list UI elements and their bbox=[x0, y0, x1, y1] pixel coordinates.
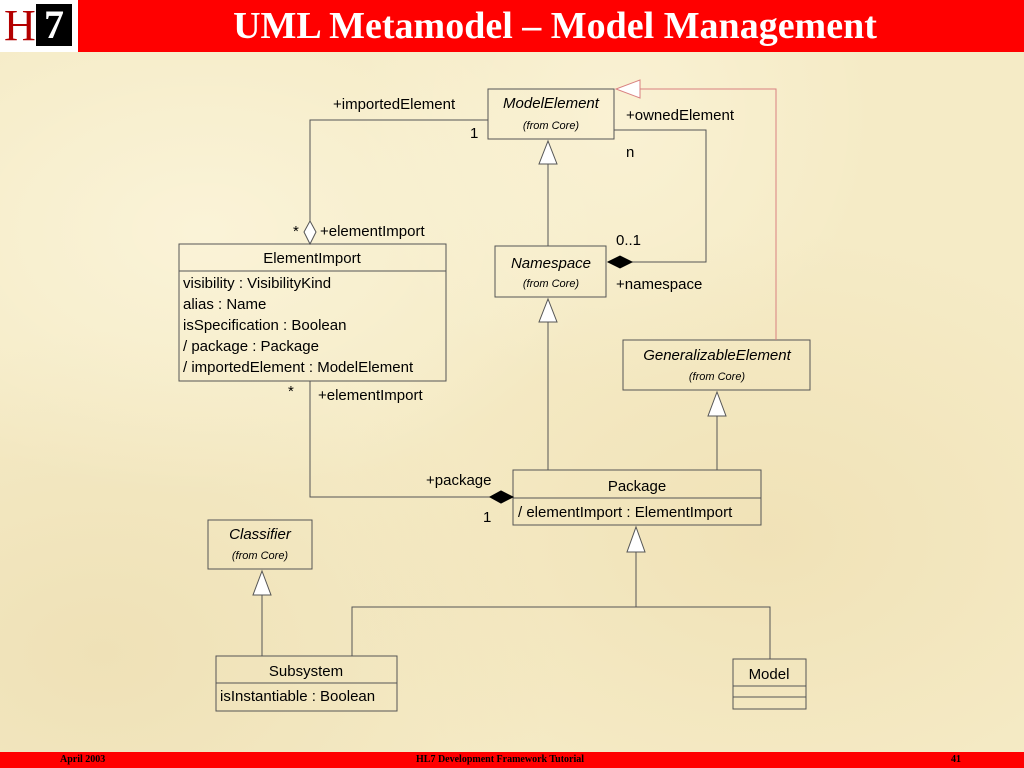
package-generalizable-arrowhead bbox=[707, 390, 727, 417]
package-attr: / elementImport : ElementImport bbox=[518, 504, 733, 521]
element-import-attr: / package : Package bbox=[183, 338, 319, 355]
classifier-name: Classifier bbox=[229, 526, 292, 543]
subtype-tree bbox=[351, 606, 771, 659]
imported-element-role: +importedElement bbox=[333, 96, 456, 113]
footer-title: HL7 Development Framework Tutorial bbox=[416, 754, 585, 765]
generalizable-generalization bbox=[640, 88, 777, 340]
generalizable-element-name: GeneralizableElement bbox=[643, 347, 791, 364]
element-import-top-role: +elementImport bbox=[320, 223, 425, 240]
owned-element-multiplicity: n bbox=[626, 144, 634, 161]
subsystem-attr: isInstantiable : Boolean bbox=[220, 688, 375, 705]
aggregation-diamond-icon bbox=[303, 219, 317, 246]
classifier-box bbox=[207, 519, 313, 570]
element-import-attr: visibility : VisibilityKind bbox=[183, 275, 331, 292]
owned-element-role: +ownedElement bbox=[626, 107, 735, 124]
element-import-name: ElementImport bbox=[263, 250, 361, 267]
imported-element-multiplicity: 1 bbox=[470, 125, 478, 142]
footer-bar: April 2003 HL7 Development Framework Tut… bbox=[0, 752, 1024, 768]
title-bar: HL 7 UML Metamodel – Model Management bbox=[0, 0, 1024, 52]
element-import-bottom-role: +elementImport bbox=[318, 387, 423, 404]
model-element-stereo: (from Core) bbox=[523, 120, 580, 132]
model-name: Model bbox=[749, 666, 790, 683]
namespace-multiplicity: 0..1 bbox=[616, 232, 641, 249]
owned-element-association bbox=[614, 129, 707, 263]
namespace-stereo: (from Core) bbox=[523, 278, 580, 290]
package-composition-diamond-icon bbox=[488, 490, 515, 504]
classifier-arrowhead bbox=[252, 569, 272, 596]
namespace-composition-diamond-icon bbox=[606, 255, 634, 269]
element-import-attr: isSpecification : Boolean bbox=[183, 317, 346, 334]
model-element-name: ModelElement bbox=[503, 95, 600, 112]
package-role: +package bbox=[426, 472, 491, 489]
namespace-role: +namespace bbox=[616, 276, 702, 293]
imported-element-association bbox=[309, 119, 488, 221]
element-import-top-multiplicity: * bbox=[293, 223, 299, 240]
footer-date: April 2003 bbox=[60, 754, 106, 765]
package-namespace-arrowhead bbox=[538, 297, 558, 323]
element-import-attr: alias : Name bbox=[183, 296, 266, 313]
element-import-box bbox=[178, 243, 447, 382]
classifier-stereo: (from Core) bbox=[232, 550, 289, 562]
footer-page-number: 41 bbox=[951, 754, 961, 765]
model-element-box bbox=[487, 88, 615, 140]
element-import-package-association bbox=[309, 381, 490, 498]
element-import-attr: / importedElement : ModelElement bbox=[183, 359, 414, 376]
element-import-bottom-multiplicity: * bbox=[288, 383, 294, 400]
subsystem-name: Subsystem bbox=[269, 663, 343, 680]
generalizable-arrowhead bbox=[614, 79, 641, 99]
package-name: Package bbox=[608, 478, 666, 495]
package-subtype-arrowhead bbox=[626, 525, 646, 553]
hl7-logo: HL 7 bbox=[0, 0, 78, 52]
page-title: UML Metamodel – Model Management bbox=[233, 5, 877, 47]
logo-digit: 7 bbox=[36, 4, 72, 46]
package-multiplicity: 1 bbox=[483, 509, 491, 526]
generalizable-element-box bbox=[622, 339, 811, 391]
namespace-arrowhead bbox=[538, 139, 558, 165]
namespace-box bbox=[494, 245, 607, 298]
namespace-name: Namespace bbox=[511, 255, 591, 272]
generalizable-element-stereo: (from Core) bbox=[689, 371, 746, 383]
